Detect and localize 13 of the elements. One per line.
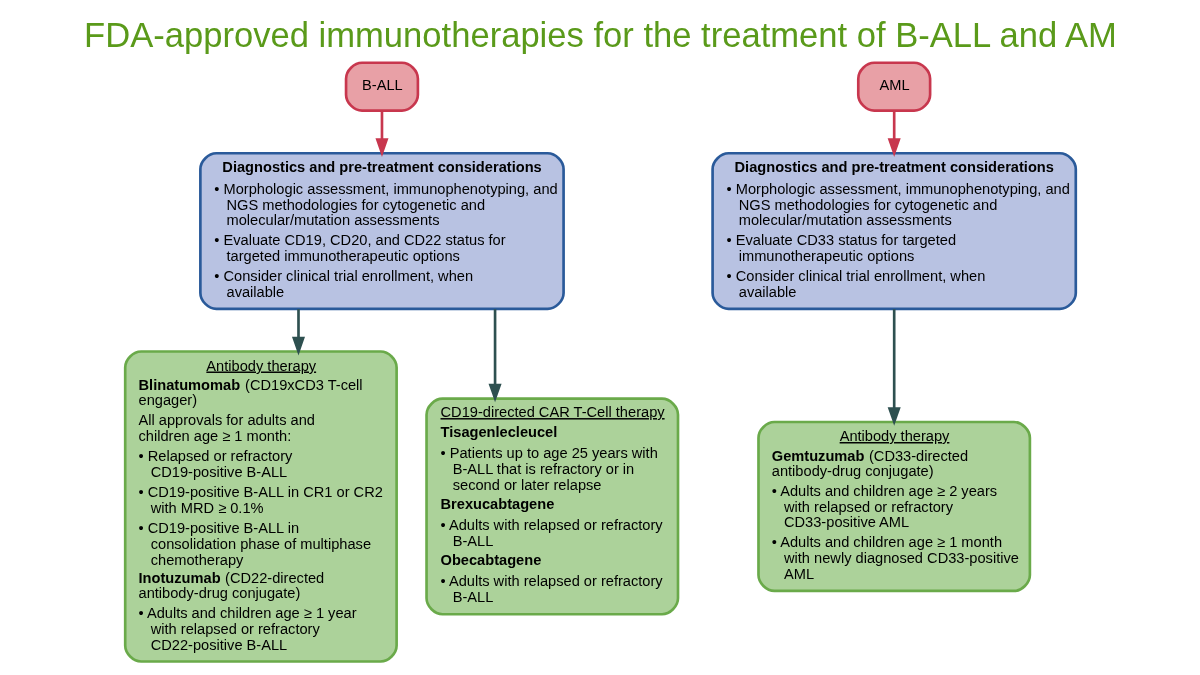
arrow	[887, 309, 901, 426]
diagram-title: FDA-approved immunotherapies for the treatment of B-ALL and AM	[83, 15, 1117, 54]
node-box: Diagnostics and pre-treatment considerations • Morphologic assessment, immunophenotyping, and NGS methodologies for cytogenetic and molecular/mutation assessments • Evaluate CD19, CD20, and CD22 status for targeted immunotherapeutic options • Consider clinical trial enrollment, when available	[198, 151, 565, 311]
node-box: AML	[856, 61, 931, 112]
node-box: B-ALL	[344, 61, 419, 112]
arrow	[887, 111, 901, 157]
arrow	[374, 111, 388, 157]
arrow	[291, 309, 305, 356]
node-box: Antibody therapy Blinatumomab (CD19xCD3 T-cell engager) All approvals for adults and children age ≥ 1 month: • Relapsed or refractory CD19-positive B-ALL • CD19-positive B-ALL in CR1 or CR2 with MRD ≥ 0.1% • CD19-positive B-ALL in consolidation phase of multiphase chemotherapy Inotuzumab (CD22-directed antibody-drug conjugate) • Adults and children age ≥ 1 year with relapsed or refractory CD22-positive B-ALL	[123, 350, 398, 663]
node-box: Diagnostics and pre-treatment considerations • Morphologic assessment, immunophenotyping, and NGS methodologies for cytogenetic and molecular/mutation assessments • Evaluate CD33 status for targeted immunotherapeutic options • Consider clinical trial enrollment, when available	[710, 151, 1077, 311]
node-box: CD19-directed CAR T-Cell therapy Tisagenlecleucel • Patients up to age 25 years with B-ALL that is refractory or in second or later relapse Brexucabtagene • Adults with relapsed or refractory B-ALL Obecabtagene • Adults with relapsed or refractory B-ALL	[424, 397, 679, 616]
node-box: Antibody therapy Gemtuzumab (CD33-directed antibody-drug conjugate) • Adults and children age ≥ 2 years with relapsed or refractory CD33-positive AML • Adults and children age ≥ 1 month with newly diagnosed CD33-positive AML	[756, 420, 1031, 593]
arrow	[488, 309, 502, 403]
